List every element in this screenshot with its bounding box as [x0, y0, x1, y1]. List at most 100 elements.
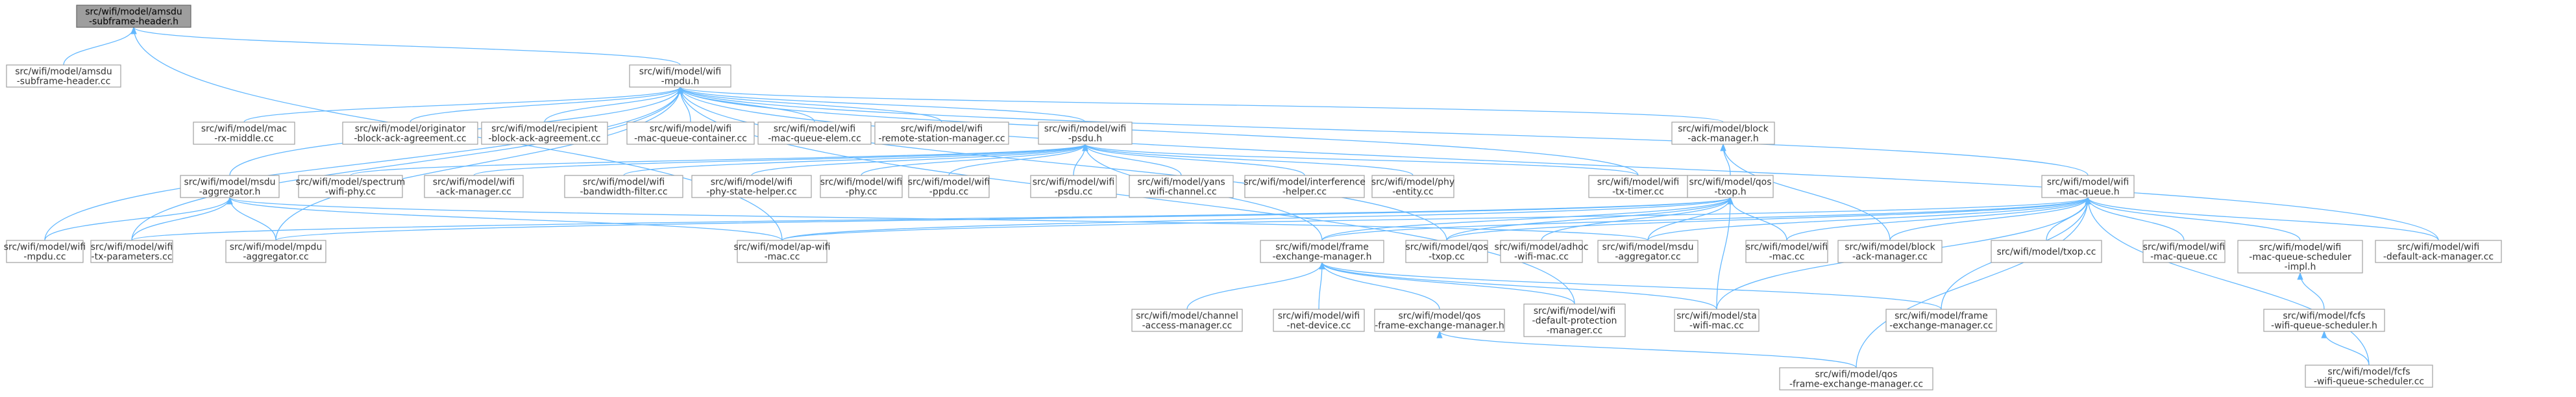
- node-label-line: -phy.cc: [846, 187, 877, 198]
- node-phy-entity[interactable]: src/wifi/model/phy-entity.cc: [1371, 175, 1454, 198]
- node-mac-queue-container[interactable]: src/wifi/model/wifi-mac-queue-container.…: [626, 122, 755, 145]
- node-ppdu[interactable]: src/wifi/model/wifi-ppdu.cc: [908, 175, 990, 198]
- node-frame-exch-cc[interactable]: src/wifi/model/frame-exchange-manager.cc: [1885, 309, 1997, 332]
- node-label-line: -net-device.cc: [1287, 321, 1351, 331]
- edge-qos_txop_h-to-frame_exch_mgr_h: [1321, 196, 1734, 241]
- node-originator[interactable]: src/wifi/model/originator-block-ack-agre…: [342, 122, 478, 145]
- node-label-line: src/wifi/model/wifi: [2259, 242, 2342, 253]
- node-label-line: -wifi-channel.cc: [1146, 187, 1217, 198]
- node-box: [1374, 309, 1505, 332]
- node-label-line: -aggregator.cc: [1615, 252, 1680, 263]
- node-label-line: src/wifi/model/phy: [1371, 177, 1454, 188]
- node-sched-impl[interactable]: src/wifi/model/wifi-mac-queue-scheduler-…: [2237, 240, 2363, 274]
- node-box: [1371, 175, 1454, 198]
- node-fcfs-cc[interactable]: src/wifi/model/fcfs-wifi-queue-scheduler…: [2305, 365, 2433, 388]
- edge-qos_txop_h-to-tx_parameters: [131, 196, 1733, 241]
- node-default-ack[interactable]: src/wifi/model/wifi-default-ack-manager.…: [2375, 240, 2502, 263]
- node-adhoc[interactable]: src/wifi/model/adhoc-wifi-mac.cc: [1495, 240, 1589, 263]
- edge-msdu_agg_h-to-ap_wifi_mac: [227, 196, 783, 241]
- node-qos-txop-h[interactable]: src/wifi/model/qos-txop.h: [1687, 175, 1774, 198]
- node-txop[interactable]: src/wifi/model/txop.cc: [1991, 240, 2102, 263]
- node-tx-parameters[interactable]: src/wifi/model/wifi-tx-parameters.cc: [90, 240, 173, 263]
- node-psdu-h[interactable]: src/wifi/model/wifi-psdu.h: [1038, 122, 1133, 145]
- node-label-line: -exchange-manager.h: [1273, 252, 1372, 263]
- node-block-ack-mgr-h[interactable]: src/wifi/model/block-ack-manager.h: [1671, 122, 1775, 145]
- node-label-line: src/wifi/model/msdu: [184, 177, 275, 188]
- edge-wifi_mpdu_h-to-mpdu_agg: [275, 86, 683, 241]
- node-yans[interactable]: src/wifi/model/yans-wifi-channel.cc: [1129, 175, 1234, 198]
- node-sta-wifi-mac[interactable]: src/wifi/model/sta-wifi-mac.cc: [1674, 309, 1760, 332]
- node-box: [76, 5, 191, 28]
- node-qos-fem-h[interactable]: src/wifi/model/qos-frame-exchange-manage…: [1374, 309, 1505, 332]
- node-label-line: -frame-exchange-manager.cc: [1789, 379, 1923, 390]
- node-box: [1671, 122, 1775, 145]
- node-box: [737, 240, 828, 263]
- edge-wifi_mpdu_h-to-psdu_h: [677, 86, 1086, 123]
- node-label-line: src/wifi/model/qos: [1815, 370, 1897, 380]
- edge-mac_queue_h-to-qos_txop_cc: [1446, 196, 2091, 241]
- node-box: [1405, 240, 1488, 263]
- node-box: [2375, 240, 2502, 263]
- node-ap-wifi-mac[interactable]: src/wifi/model/ap-wifi-mac.cc: [733, 240, 831, 263]
- node-default-prot[interactable]: src/wifi/model/wifi-default-protection-m…: [1523, 303, 1626, 337]
- node-label-line: -block-ack-agreement.cc: [354, 134, 466, 144]
- node-wifi-phy[interactable]: src/wifi/model/wifi-phy.cc: [820, 175, 903, 198]
- node-box: [2237, 240, 2363, 274]
- node-label-line: src/wifi/model/wifi: [639, 67, 722, 77]
- edge-psdu_h-to-tx_timer: [1082, 143, 1639, 176]
- node-wifi-mac[interactable]: src/wifi/model/wifi-mac.cc: [1745, 240, 1828, 263]
- node-msdu-agg-h[interactable]: src/wifi/model/msdu-aggregator.h: [180, 175, 280, 198]
- node-mpdu-agg[interactable]: src/wifi/model/mpdu-aggregator.cc: [225, 240, 326, 263]
- node-label-line: -block-ack-agreement.cc: [488, 134, 600, 144]
- node-qos-fem-cc[interactable]: src/wifi/model/qos-frame-exchange-manage…: [1779, 367, 1933, 391]
- edge-psdu_h-to-phy_entity: [1082, 143, 1414, 176]
- node-label-line: -aggregator.cc: [243, 252, 308, 263]
- node-box: [90, 240, 173, 263]
- node-label-line: -frame-exchange-manager.h: [1375, 321, 1504, 331]
- node-spectrum-phy[interactable]: src/wifi/model/spectrum-wifi-phy.cc: [296, 175, 406, 198]
- node-label-line: src/wifi/model/mpdu: [230, 242, 323, 253]
- node-label-line: -rx-middle.cc: [214, 134, 273, 144]
- node-mac-queue-cc[interactable]: src/wifi/model/wifi-mac-queue.cc: [2142, 240, 2226, 263]
- node-ack-manager[interactable]: src/wifi/model/wifi-ack-manager.cc: [424, 175, 524, 198]
- edge-qos_txop_h-to-mpdu_agg: [275, 196, 1733, 241]
- node-remote-station[interactable]: src/wifi/model/wifi-remote-station-manag…: [874, 122, 1009, 145]
- node-psdu-cc[interactable]: src/wifi/model/wifi-psdu.cc: [1030, 175, 1117, 198]
- node-box: [1837, 240, 1943, 263]
- node-label-line: src/wifi/model/wifi: [1597, 177, 1680, 188]
- node-label-line: src/wifi/model/wifi: [433, 177, 515, 188]
- node-msdu-agg-cc[interactable]: src/wifi/model/msdu-aggregator.cc: [1597, 240, 1699, 263]
- node-tx-timer[interactable]: src/wifi/model/wifi-tx-timer.cc: [1588, 175, 1688, 198]
- node-amsdu-cc[interactable]: src/wifi/model/amsdu-subframe-header.cc: [6, 64, 121, 88]
- edge-wifi_mpdu_h-to-originator: [410, 86, 683, 123]
- node-label-line: src/wifi/model/wifi: [820, 177, 903, 188]
- node-mac-queue-elem[interactable]: src/wifi/model/wifi-mac-queue-elem.cc: [757, 122, 872, 145]
- node-label-line: -subframe-header.cc: [17, 77, 111, 87]
- node-label-line: src/wifi/model/ap-wifi: [733, 242, 830, 253]
- node-wifi-mpdu-h[interactable]: src/wifi/model/wifi-mpdu.h: [629, 64, 731, 88]
- edge-msdu_agg_h-to-tx_parameters: [131, 196, 233, 241]
- node-block-ack-mgr-cc[interactable]: src/wifi/model/block-ack-manager.cc: [1837, 240, 1943, 263]
- node-mac-queue-h[interactable]: src/wifi/model/wifi-mac-queue.h: [2041, 175, 2135, 198]
- node-phy-state[interactable]: src/wifi/model/wifi-phy-state-helper.cc: [691, 175, 812, 198]
- node-box: [1597, 240, 1699, 263]
- node-bandwidth[interactable]: src/wifi/model/wifi-bandwidth-filter.cc: [564, 175, 683, 198]
- edge-mac_queue_h-to-default_ack: [2085, 196, 2439, 241]
- node-net-device[interactable]: src/wifi/model/wifi-net-device.cc: [1273, 309, 1365, 332]
- node-interference[interactable]: src/wifi/model/interference-helper.cc: [1244, 175, 1366, 198]
- node-amsdu-h[interactable]: src/wifi/model/amsdu-subframe-header.h: [76, 5, 191, 28]
- edge-psdu_h-to-interference: [1082, 143, 1305, 176]
- node-mac-rx-middle[interactable]: src/wifi/model/mac-rx-middle.cc: [193, 122, 295, 145]
- node-wifi-mpdu-cc[interactable]: src/wifi/model/wifi-mpdu.cc: [4, 240, 86, 263]
- node-label-line: -psdu.cc: [1055, 187, 1093, 198]
- node-label-line: src/wifi/model/wifi: [2143, 242, 2226, 253]
- node-channel-access[interactable]: src/wifi/model/channel-access-manager.cc: [1131, 309, 1243, 332]
- node-box: [6, 240, 84, 263]
- node-qos-txop-cc[interactable]: src/wifi/model/qos-txop.cc: [1405, 240, 1488, 263]
- node-recipient[interactable]: src/wifi/model/recipient-block-ack-agree…: [481, 122, 608, 145]
- node-label-line: src/wifi/model/qos: [1689, 177, 1771, 188]
- node-frame-exch-mgr-h[interactable]: src/wifi/model/frame-exchange-manager.h: [1260, 240, 1384, 263]
- edge-qos_txop_h-to-adhoc: [1541, 196, 1734, 241]
- node-fcfs-h[interactable]: src/wifi/model/fcfs-wifi-queue-scheduler…: [2263, 309, 2385, 332]
